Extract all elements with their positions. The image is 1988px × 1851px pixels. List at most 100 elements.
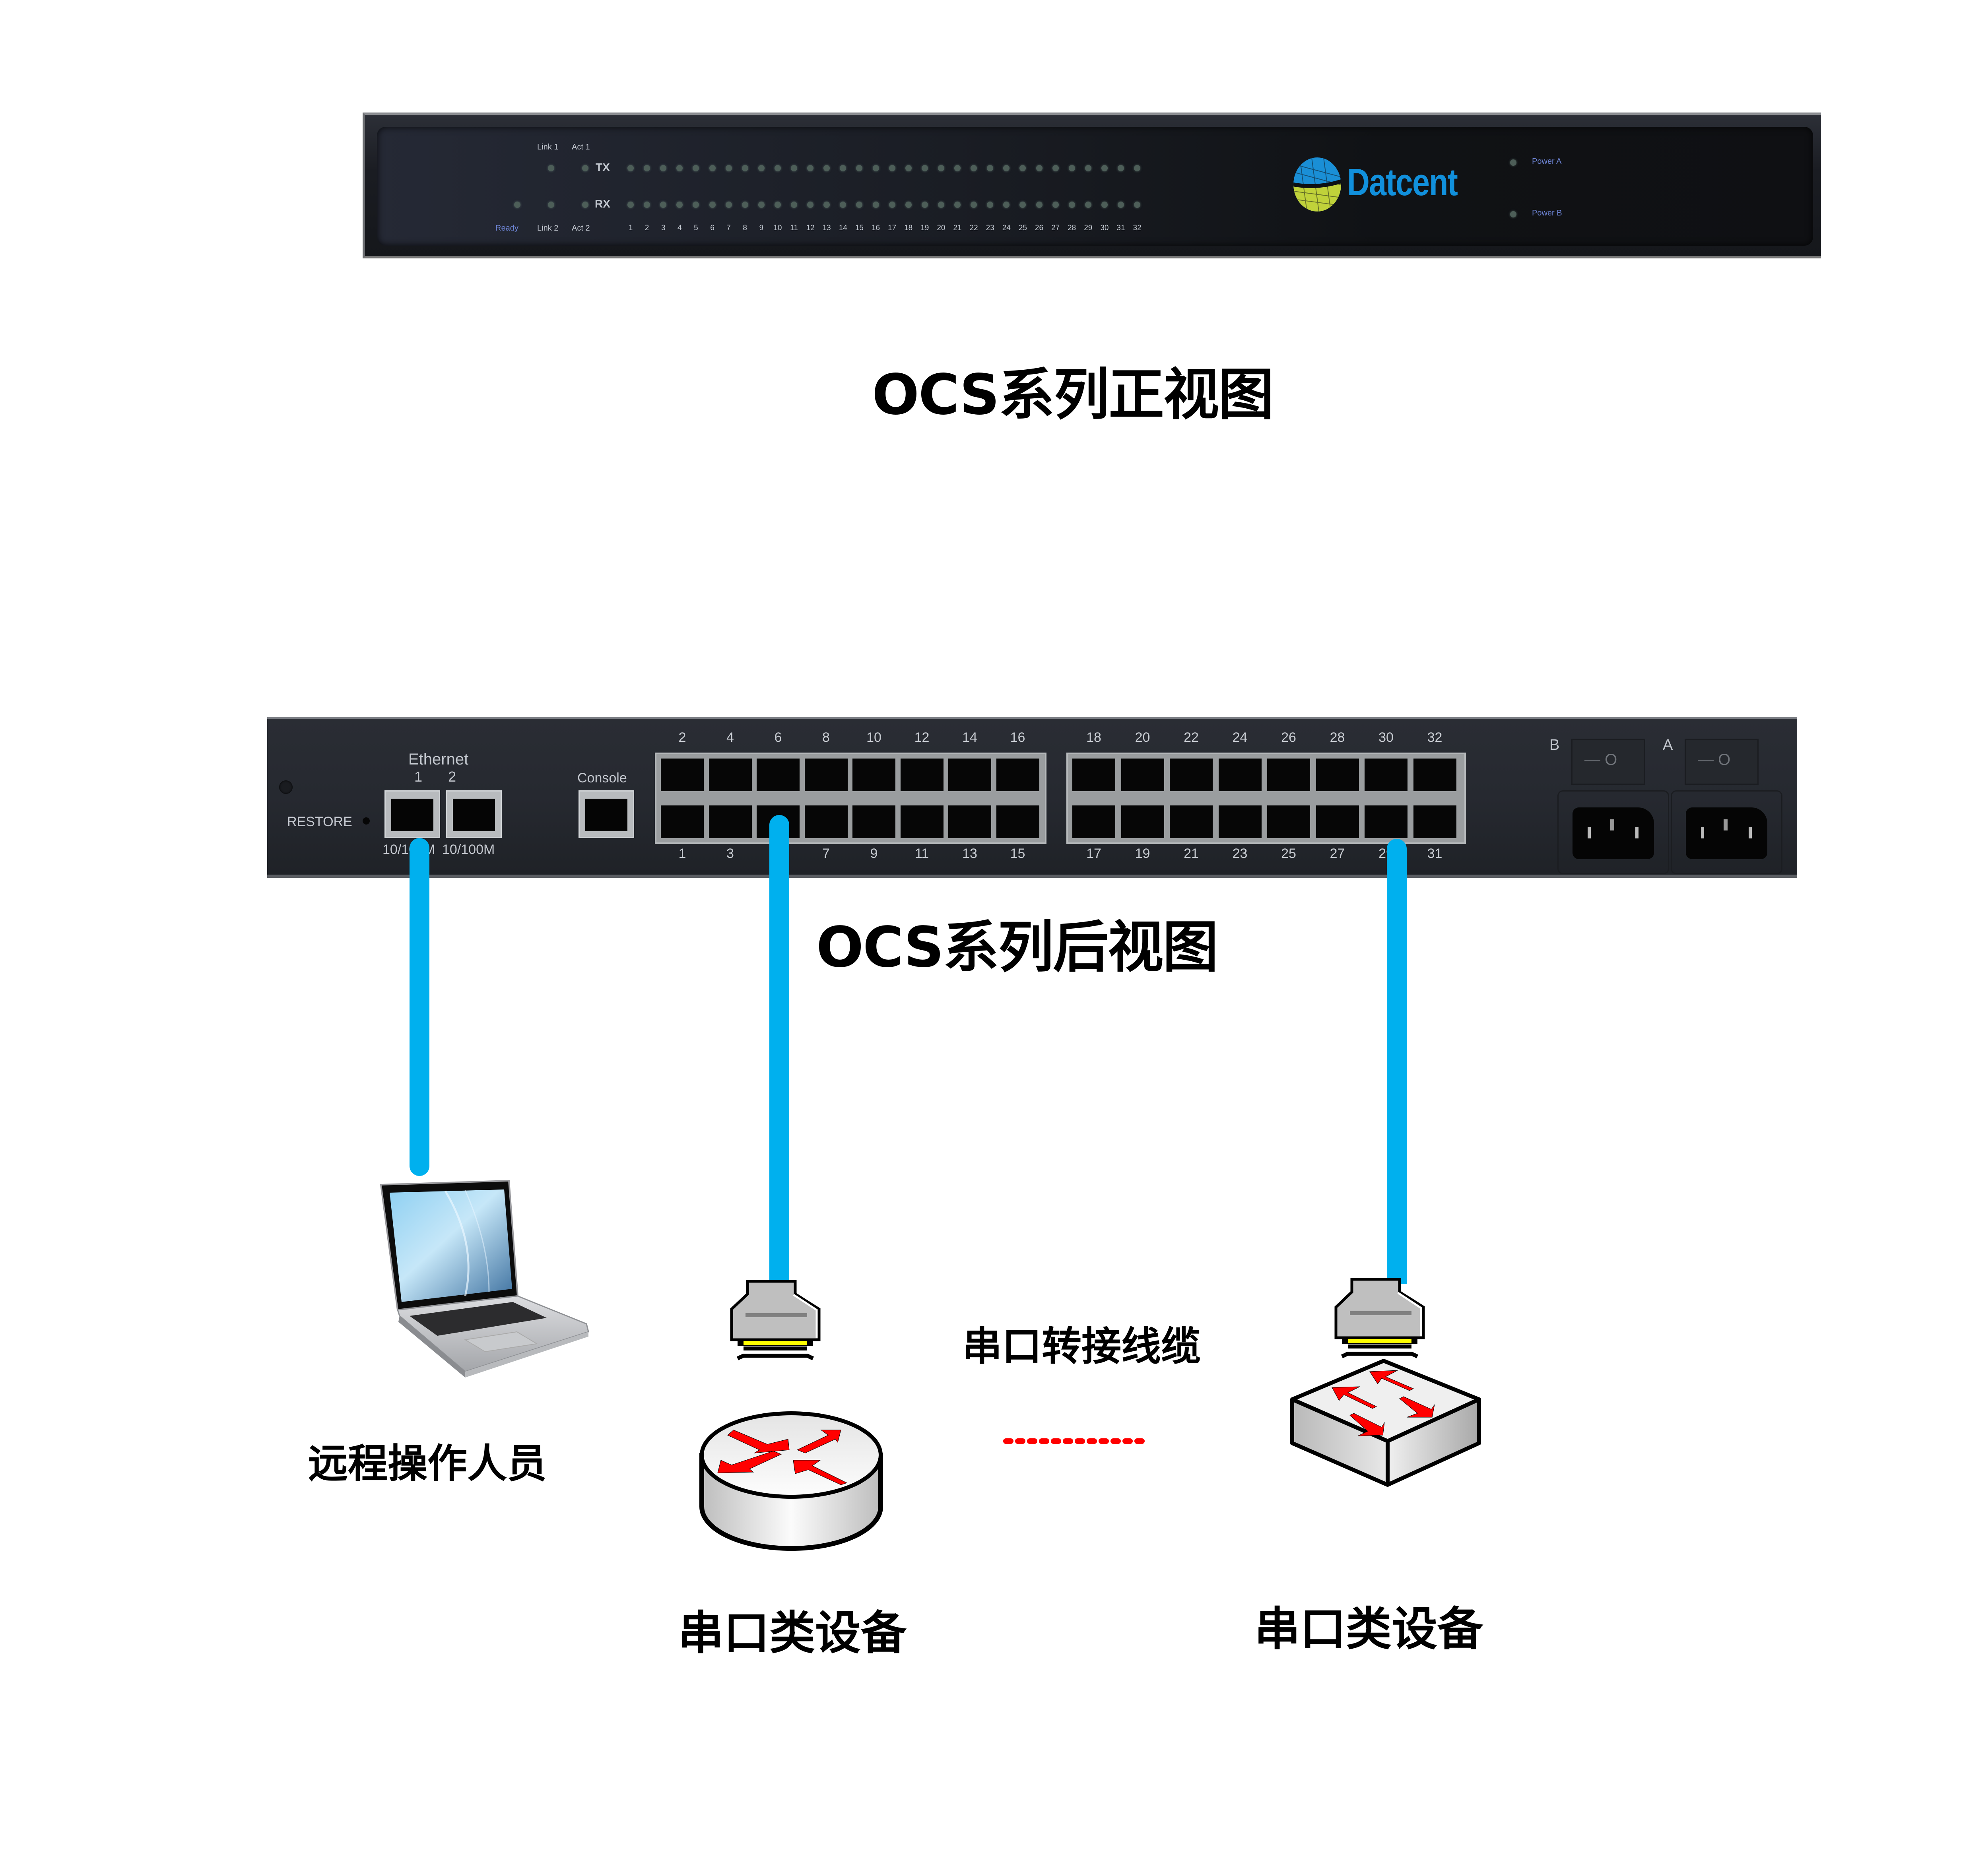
serial-port-25[interactable] bbox=[1267, 805, 1310, 838]
power-b-input-label: B bbox=[1549, 737, 1560, 753]
tx-led-28 bbox=[1068, 165, 1075, 171]
serial-port-number-bottom: 11 bbox=[914, 846, 929, 861]
serial-port-8[interactable] bbox=[804, 759, 848, 791]
act2-label: Act 2 bbox=[572, 224, 590, 233]
tx-led-10 bbox=[774, 165, 781, 171]
front-port-number: 2 bbox=[645, 224, 649, 232]
serial-port-6[interactable] bbox=[757, 759, 800, 791]
serial-port-16[interactable] bbox=[996, 759, 1039, 791]
switch-icon bbox=[1290, 1359, 1481, 1487]
rx-led-23 bbox=[987, 202, 994, 208]
serial-port-28[interactable] bbox=[1316, 759, 1359, 791]
front-port-number: 22 bbox=[969, 224, 978, 232]
back-view-title: OCS系列后视图 bbox=[816, 915, 1218, 980]
rx-led-26 bbox=[1036, 202, 1043, 208]
tx-led-22 bbox=[971, 165, 977, 171]
power-a-label: Power A bbox=[1532, 157, 1562, 166]
serial-port-31[interactable] bbox=[1413, 805, 1456, 838]
serial-port-1[interactable] bbox=[661, 805, 704, 838]
serial-port-20[interactable] bbox=[1121, 759, 1164, 791]
serial-port-17[interactable] bbox=[1072, 805, 1115, 838]
serial-port-10[interactable] bbox=[852, 759, 895, 791]
serial-port-24[interactable] bbox=[1218, 759, 1262, 791]
rx-led-28 bbox=[1068, 202, 1075, 208]
rx-led-4 bbox=[676, 202, 683, 208]
power-switch-a-symbols: — O bbox=[1698, 751, 1731, 768]
tx-led-18 bbox=[905, 165, 912, 171]
serial-port-32[interactable] bbox=[1413, 759, 1456, 791]
device-label-1: 串口类设备 bbox=[678, 1607, 907, 1660]
tx-led-15 bbox=[856, 165, 863, 171]
power-switch-b[interactable]: — O bbox=[1571, 739, 1645, 785]
serial-port-11[interactable] bbox=[900, 805, 944, 838]
tx-led-13 bbox=[823, 165, 830, 171]
ethernet-port-2[interactable] bbox=[446, 790, 502, 838]
tx-led-25 bbox=[1019, 165, 1026, 171]
serial-port-21[interactable] bbox=[1170, 805, 1213, 838]
serial-port-9[interactable] bbox=[852, 805, 895, 838]
front-port-number: 32 bbox=[1133, 224, 1142, 232]
brand-name: Datcent bbox=[1347, 161, 1458, 204]
ready-led bbox=[514, 202, 520, 208]
link2-led bbox=[548, 202, 554, 208]
link2-label: Link 2 bbox=[537, 224, 559, 233]
console-port[interactable] bbox=[579, 790, 634, 838]
serial-port-14[interactable] bbox=[948, 759, 991, 791]
screw-icon bbox=[279, 780, 293, 794]
rx-led-32 bbox=[1134, 202, 1141, 208]
tx-led-7 bbox=[725, 165, 732, 171]
serial-port-12[interactable] bbox=[900, 759, 944, 791]
cable-label: 串口转接线缆 bbox=[962, 1323, 1201, 1370]
link1-label: Link 1 bbox=[537, 143, 559, 151]
serial-port-number-top: 4 bbox=[726, 730, 734, 745]
tx-led-9 bbox=[758, 165, 765, 171]
serial-port-7[interactable] bbox=[804, 805, 848, 838]
serial-port-number-bottom: 3 bbox=[726, 846, 734, 861]
serial-port-2[interactable] bbox=[661, 759, 704, 791]
serial-port-30[interactable] bbox=[1365, 759, 1408, 791]
front-port-number: 11 bbox=[790, 224, 798, 232]
serial-port-number-bottom: 9 bbox=[870, 846, 878, 861]
restore-label: RESTORE bbox=[287, 814, 352, 829]
restore-button[interactable] bbox=[363, 817, 370, 825]
tx-led-3 bbox=[660, 165, 667, 171]
serial-port-22[interactable] bbox=[1170, 759, 1213, 791]
tx-led-23 bbox=[987, 165, 994, 171]
ethernet-port-1[interactable] bbox=[384, 790, 440, 838]
serial-connector-icon-2 bbox=[1334, 1278, 1425, 1358]
serial-port-3[interactable] bbox=[709, 805, 752, 838]
front-port-number: 3 bbox=[661, 224, 666, 232]
serial-port-number-top: 18 bbox=[1086, 730, 1101, 745]
tx-led-12 bbox=[807, 165, 814, 171]
power-inlet-b-frame bbox=[1557, 790, 1669, 874]
front-port-number: 28 bbox=[1068, 224, 1076, 232]
serial-port-15[interactable] bbox=[996, 805, 1039, 838]
serial-port-number-bottom: 23 bbox=[1232, 846, 1248, 861]
operator-label: 远程操作人员 bbox=[308, 1440, 547, 1487]
tx-led-8 bbox=[742, 165, 748, 171]
rx-led-8 bbox=[742, 202, 748, 208]
power-switch-b-symbols: — O bbox=[1584, 751, 1617, 768]
front-port-number: 31 bbox=[1116, 224, 1125, 232]
serial-port-27[interactable] bbox=[1316, 805, 1359, 838]
tx-led-32 bbox=[1134, 165, 1141, 171]
serial-port-number-top: 28 bbox=[1330, 730, 1345, 745]
tx-led-1 bbox=[627, 165, 634, 171]
serial-port-23[interactable] bbox=[1218, 805, 1262, 838]
rx-led-20 bbox=[938, 202, 944, 208]
serial-port-29[interactable] bbox=[1365, 805, 1408, 838]
power-switch-a[interactable]: — O bbox=[1685, 739, 1759, 785]
power-inlet-a[interactable] bbox=[1686, 807, 1767, 859]
front-port-number: 17 bbox=[888, 224, 897, 232]
rx-led-24 bbox=[1003, 202, 1010, 208]
serial-cable-1 bbox=[769, 815, 789, 1292]
serial-port-4[interactable] bbox=[709, 759, 752, 791]
front-port-number: 7 bbox=[726, 224, 731, 232]
serial-port-13[interactable] bbox=[948, 805, 991, 838]
serial-port-number-top: 32 bbox=[1427, 730, 1442, 745]
power-inlet-b[interactable] bbox=[1573, 807, 1654, 859]
serial-port-18[interactable] bbox=[1072, 759, 1115, 791]
router-icon bbox=[699, 1411, 883, 1551]
serial-port-19[interactable] bbox=[1121, 805, 1164, 838]
serial-port-26[interactable] bbox=[1267, 759, 1310, 791]
